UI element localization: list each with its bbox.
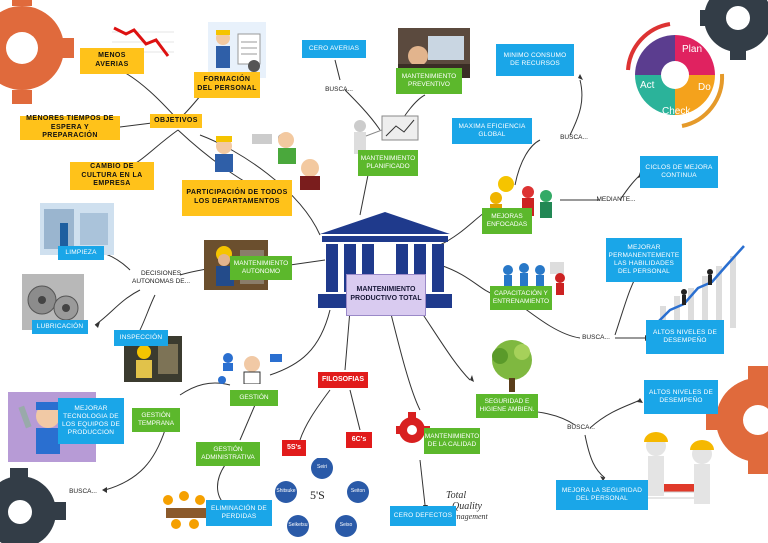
node-mant-autonomo[interactable]: MANTENIMIENTO AUTONOMO bbox=[230, 256, 292, 280]
gear-icon bbox=[0, 468, 66, 543]
team-puzzle-icon bbox=[490, 176, 552, 218]
label-busca: BUSCA... bbox=[582, 334, 610, 341]
label-busca: BUSCA... bbox=[69, 488, 97, 495]
workers-training-icon bbox=[208, 22, 266, 78]
label-busca: BUSCA... bbox=[567, 424, 595, 431]
gear-icon bbox=[706, 366, 768, 474]
node-6c[interactable]: 6C's bbox=[346, 432, 372, 448]
node-mant-calidad[interactable]: MANTENIMIENTO DE LA CALIDAD bbox=[424, 428, 480, 454]
tqm-line: Total bbox=[446, 490, 467, 501]
node-minimo-consumo[interactable]: MINIMO CONSUMO DE RECURSOS bbox=[496, 44, 574, 76]
label-busca: BUSCA... bbox=[560, 134, 588, 141]
node-cero-averias[interactable]: CERO AVERIAS bbox=[302, 40, 366, 58]
node-seguridad-higiene[interactable]: SEGURIDAD E HIGIENE AMBIEN. bbox=[476, 394, 538, 418]
five-s-item: Seiri bbox=[316, 464, 327, 470]
node-mejora-seguridad[interactable]: MEJORA LA SEGURIDAD DEL PERSONAL bbox=[556, 480, 648, 510]
node-mejoras-enfocadas[interactable]: MEJORAS ENFOCADAS bbox=[482, 208, 532, 234]
environment-tree-icon bbox=[492, 340, 532, 392]
node-mejorar-habilidades[interactable]: MEJORAR PERMANENTEMENTE LAS HABILIDADES … bbox=[606, 238, 682, 282]
center-title: MANTENIMIENTO PRODUCTIVO TOTAL bbox=[346, 274, 426, 316]
node-formacion-personal[interactable]: FORMACIÓN DEL PERSONAL bbox=[194, 72, 260, 98]
management-people-icon bbox=[218, 353, 282, 384]
gear-icon bbox=[0, 0, 74, 104]
node-eliminacion-perdidas[interactable]: ELIMINACIÓN DE PERDIDAS bbox=[206, 500, 272, 526]
node-lubricacion[interactable]: LUBRICACIÓN bbox=[32, 320, 88, 334]
pdca-do-label: Do bbox=[698, 82, 711, 93]
node-menos-averias[interactable]: MENOS AVERIAS bbox=[80, 48, 144, 74]
pdca-act-label: Act bbox=[640, 80, 655, 91]
pdca-check-label: Check bbox=[662, 106, 691, 117]
node-mant-preventivo[interactable]: MANTENIMIENTO PREVENTIVO bbox=[396, 68, 462, 94]
five-s-item: Seiton bbox=[350, 488, 366, 494]
presenter-chart-icon bbox=[354, 115, 419, 154]
node-altos-niveles-2[interactable]: ALTOS NIVELES DE DESEMPEÑO bbox=[644, 380, 718, 414]
node-gestion[interactable]: GESTIÓN bbox=[230, 390, 278, 406]
node-participacion[interactable]: PARTICIPACIÓN DE TODOS LOS DEPARTAMENTOS bbox=[182, 180, 292, 216]
node-gestion-temprana[interactable]: GESTIÓN TEMPRANA bbox=[132, 408, 180, 432]
training-figures-icon bbox=[503, 262, 565, 295]
node-cambio-cultura[interactable]: CAMBIO DE CULTURA EN LA EMPRESA bbox=[70, 162, 154, 190]
node-mant-planificado[interactable]: MANTENIMIENTO PLANIFICADO bbox=[358, 150, 418, 176]
label-busca: BUSCA... bbox=[325, 86, 353, 93]
node-5s[interactable]: 5S's bbox=[282, 440, 306, 456]
tqm-logo: Total Quality Management bbox=[446, 490, 512, 530]
five-s-item: Shitsuke bbox=[276, 488, 296, 494]
node-cero-defectos[interactable]: CERO DEFECTOS bbox=[390, 506, 456, 526]
node-objetivos[interactable]: OBJETIVOS bbox=[150, 114, 202, 128]
node-mejorar-tecnologia[interactable]: MEJORAR TECNOLOGIA DE LOS EQUIPOS DE PRO… bbox=[58, 398, 124, 444]
tqm-line: Management bbox=[446, 512, 488, 521]
node-filosofias[interactable]: FILOSOFIAS bbox=[318, 372, 368, 388]
node-limpieza[interactable]: LIMPIEZA bbox=[58, 246, 104, 260]
node-capacitacion[interactable]: CAPACITACIÓN Y ENTRENAMIENTO bbox=[490, 286, 552, 310]
node-altos-niveles-1[interactable]: ALTOS NIVELES DE DESEMPEÑO bbox=[646, 320, 724, 354]
pdca-cycle-icon: Plan Do Check Act bbox=[610, 10, 740, 140]
five-s-item: Seiso bbox=[339, 522, 353, 528]
label-mediante: MEDIANTE... bbox=[596, 196, 636, 203]
node-gestion-administrativa[interactable]: GESTIÓN ADMINISTRATIVA bbox=[196, 442, 260, 466]
five-s-center: 5'S bbox=[310, 488, 325, 502]
gear-icon bbox=[700, 0, 768, 60]
workers-departments-icon bbox=[215, 132, 320, 190]
node-ciclos-mejora[interactable]: CICLOS DE MEJORA CONTINUA bbox=[640, 156, 718, 188]
safety-workers-icon bbox=[627, 432, 714, 504]
node-menores-tiempos[interactable]: MENORES TIEMPOS DE ESPERA Y PREPARACIÓN bbox=[20, 115, 120, 140]
label-decisiones: DECISIONES AUTONOMAS DE... bbox=[131, 270, 191, 286]
tqm-line: Quality bbox=[452, 501, 482, 512]
pdca-plan-label: Plan bbox=[682, 44, 703, 55]
node-maxima-eficiencia[interactable]: MAXIMA EFICIENCIA GLOBAL bbox=[452, 118, 532, 144]
five-s-diagram: Seiri Seiton Seiso Seiketsu Shitsuke 5'S bbox=[274, 458, 370, 538]
five-s-item: Seiketsu bbox=[288, 522, 308, 528]
team-table-icon bbox=[163, 491, 206, 529]
node-inspeccion[interactable]: INSPECCIÓN bbox=[114, 330, 168, 346]
